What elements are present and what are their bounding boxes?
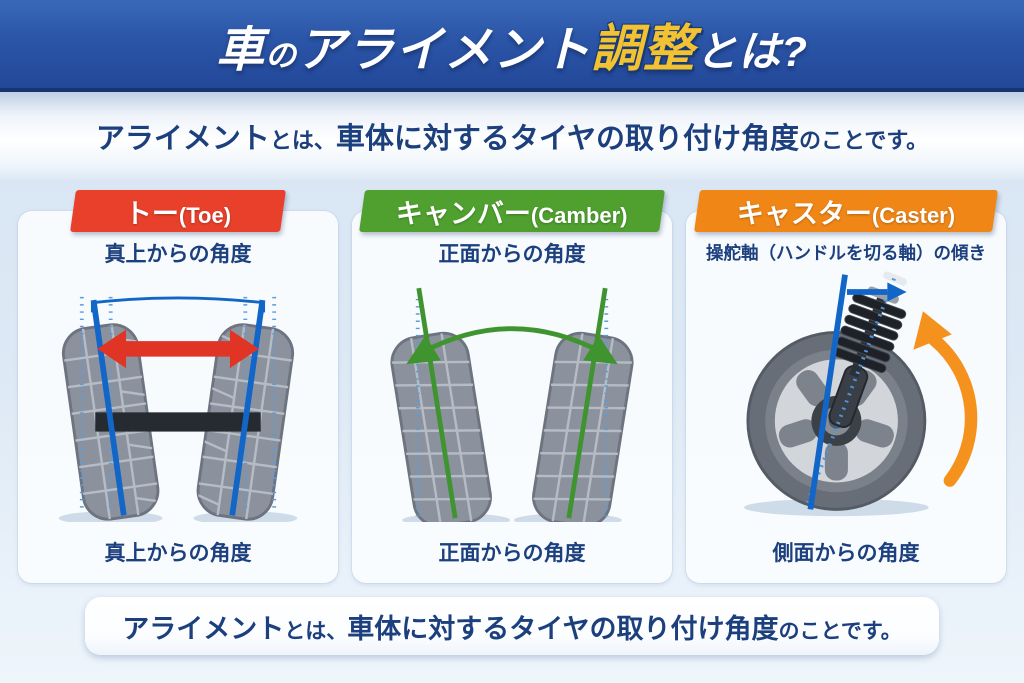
caster-offset-arrow [846, 282, 907, 302]
subtitle-part-2: とは、 [269, 128, 336, 153]
camber-reference-dotted-lines [415, 298, 609, 517]
caster-orange-arrowhead [913, 311, 952, 350]
toe-diagram [58, 296, 298, 522]
camber-right-axis-line [566, 287, 608, 519]
header-banner: 車のアライメント調整とは? [0, 0, 1024, 92]
toe-right-direction-line [229, 299, 266, 516]
coil-spring [832, 293, 907, 374]
toe-left-direction-line [90, 299, 127, 516]
camber-bottom-caption: 正面からの角度 [438, 542, 586, 565]
subtitle-part-4: のことです。 [799, 128, 929, 153]
title-part-chousei-highlight: 調整 [591, 20, 696, 77]
footer-part-1: アライメント [122, 613, 285, 644]
toe-red-double-arrow [97, 329, 259, 369]
footer-banner: アライメントとは、車体に対するタイヤの取り付け角度のことです。 [85, 597, 939, 655]
camber-arc-right-arrowhead [583, 335, 618, 365]
caster-blue-reference-line [807, 274, 848, 510]
title-part-towa: とは? [695, 28, 808, 75]
toe-banner-label: トー(Toe) [124, 198, 232, 229]
subtitle-text: アライメントとは、車体に対するタイヤの取り付け角度のことです。 [96, 115, 928, 157]
camber-left-axis-line [416, 287, 458, 519]
camber-arc-left-arrowhead [406, 335, 441, 365]
camber-diagram [390, 287, 634, 522]
caster-banner: キャスター(Caster) [694, 190, 998, 232]
camber-green-arc [420, 326, 604, 355]
footer-text: アライメントとは、車体に対するタイヤの取り付け角度のことです。 [122, 607, 901, 646]
toe-top-connector-line [90, 296, 266, 313]
toe-panel: 真上からの角度 [18, 211, 338, 583]
caster-top-caption: 操舵軸（ハンドルを切る軸）の傾き [706, 243, 986, 263]
subtitle-part-3: 車体に対するタイヤの取り付け角度 [335, 123, 800, 155]
camber-banner-label: キャンバー(Camber) [396, 198, 628, 229]
toe-top-caption: 真上からの角度 [104, 243, 252, 266]
caster-orange-arc-arrow [928, 333, 978, 487]
caster-banner-label: キャスター(Caster) [736, 198, 956, 229]
column-toe: トー(Toe) 真上からの角度 [18, 190, 338, 583]
caster-panel: 操舵軸（ハンドルを切る軸）の傾き [686, 211, 1006, 583]
column-caster: キャスター(Caster) 操舵軸（ハンドルを切る軸）の傾き [686, 190, 1006, 583]
camber-banner: キャンバー(Camber) [359, 190, 665, 232]
steering-axis-top-cap [883, 271, 907, 286]
caster-diagram [744, 271, 978, 517]
rim-pockets [778, 370, 894, 481]
footer-part-3: 車体に対するタイヤの取り付け角度 [347, 613, 779, 644]
title-part-kuruma: 車 [216, 24, 266, 77]
page-title: 車のアライメント調整とは? [216, 7, 808, 81]
subtitle-band: アライメントとは、車体に対するタイヤの取り付け角度のことです。 [0, 92, 1024, 180]
column-camber: キャンバー(Camber) 正面からの角度 [352, 190, 672, 583]
title-part-no: の [265, 38, 298, 73]
toe-bottom-caption: 真上からの角度 [104, 542, 252, 565]
caster-bottom-caption: 側面からの角度 [772, 542, 920, 565]
camber-panel: 正面からの角度 [352, 211, 672, 583]
subtitle-part-1: アライメント [95, 123, 270, 155]
footer-part-4: のことです。 [778, 619, 902, 643]
footer-part-2: とは、 [284, 619, 348, 643]
camber-top-caption: 正面からの角度 [438, 243, 586, 266]
alignment-columns: トー(Toe) 真上からの角度 [0, 180, 1024, 583]
axle-bar [95, 412, 261, 432]
title-part-alignment: アライメント [297, 24, 592, 77]
toe-banner: トー(Toe) [70, 190, 286, 232]
